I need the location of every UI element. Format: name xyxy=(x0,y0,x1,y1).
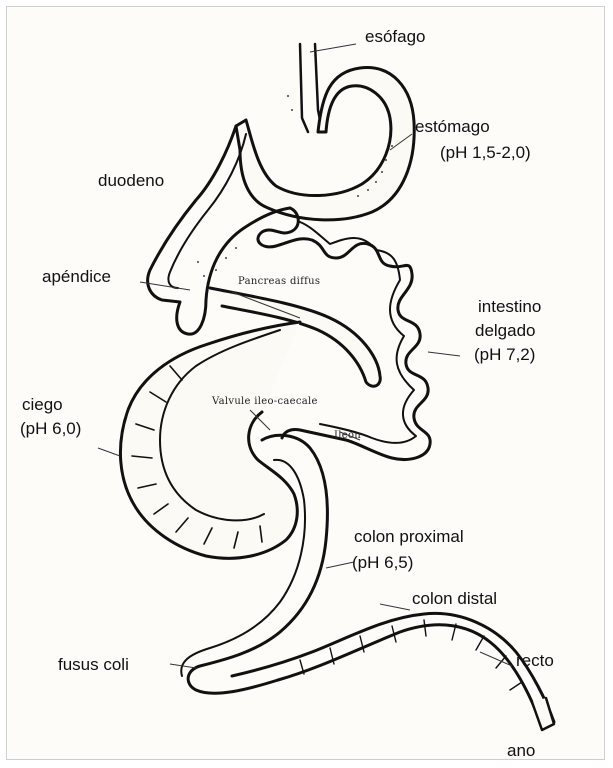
label-apendice: apéndice xyxy=(42,266,111,288)
label-intestino-1: intestino xyxy=(478,296,541,318)
distal-colon-haustra xyxy=(300,620,522,690)
label-estomago-ph: (pH 1,5-2,0) xyxy=(440,142,531,164)
label-esofago: esófago xyxy=(365,26,426,48)
label-intestino-ph: (pH 7,2) xyxy=(474,344,535,366)
label-ciego: ciego xyxy=(22,394,63,416)
label-duodeno: duodeno xyxy=(98,170,164,192)
label-ciego-ph: (pH 6,0) xyxy=(20,418,81,440)
label-valvule: Valvule ileo-caecale xyxy=(212,396,318,407)
label-ano: ano xyxy=(507,740,535,762)
label-fusus-coli: fusus coli xyxy=(58,654,129,676)
small-intestine-inner xyxy=(300,222,416,443)
stomach-shape xyxy=(236,68,414,220)
label-pancreas: Pancreas diffus xyxy=(238,276,320,287)
label-recto: recto xyxy=(516,650,554,672)
anus-shape xyxy=(532,698,554,730)
label-ileon: Ileon xyxy=(334,430,361,441)
label-intestino-2: delgado xyxy=(475,320,536,342)
label-colon-distal: colon distal xyxy=(412,588,497,610)
label-estomago: estómago xyxy=(415,116,490,138)
label-colon-proximal-ph: (pH 6,5) xyxy=(352,552,413,574)
label-colon-proximal: colon proximal xyxy=(354,526,464,548)
duodenum-inner xyxy=(168,134,246,288)
